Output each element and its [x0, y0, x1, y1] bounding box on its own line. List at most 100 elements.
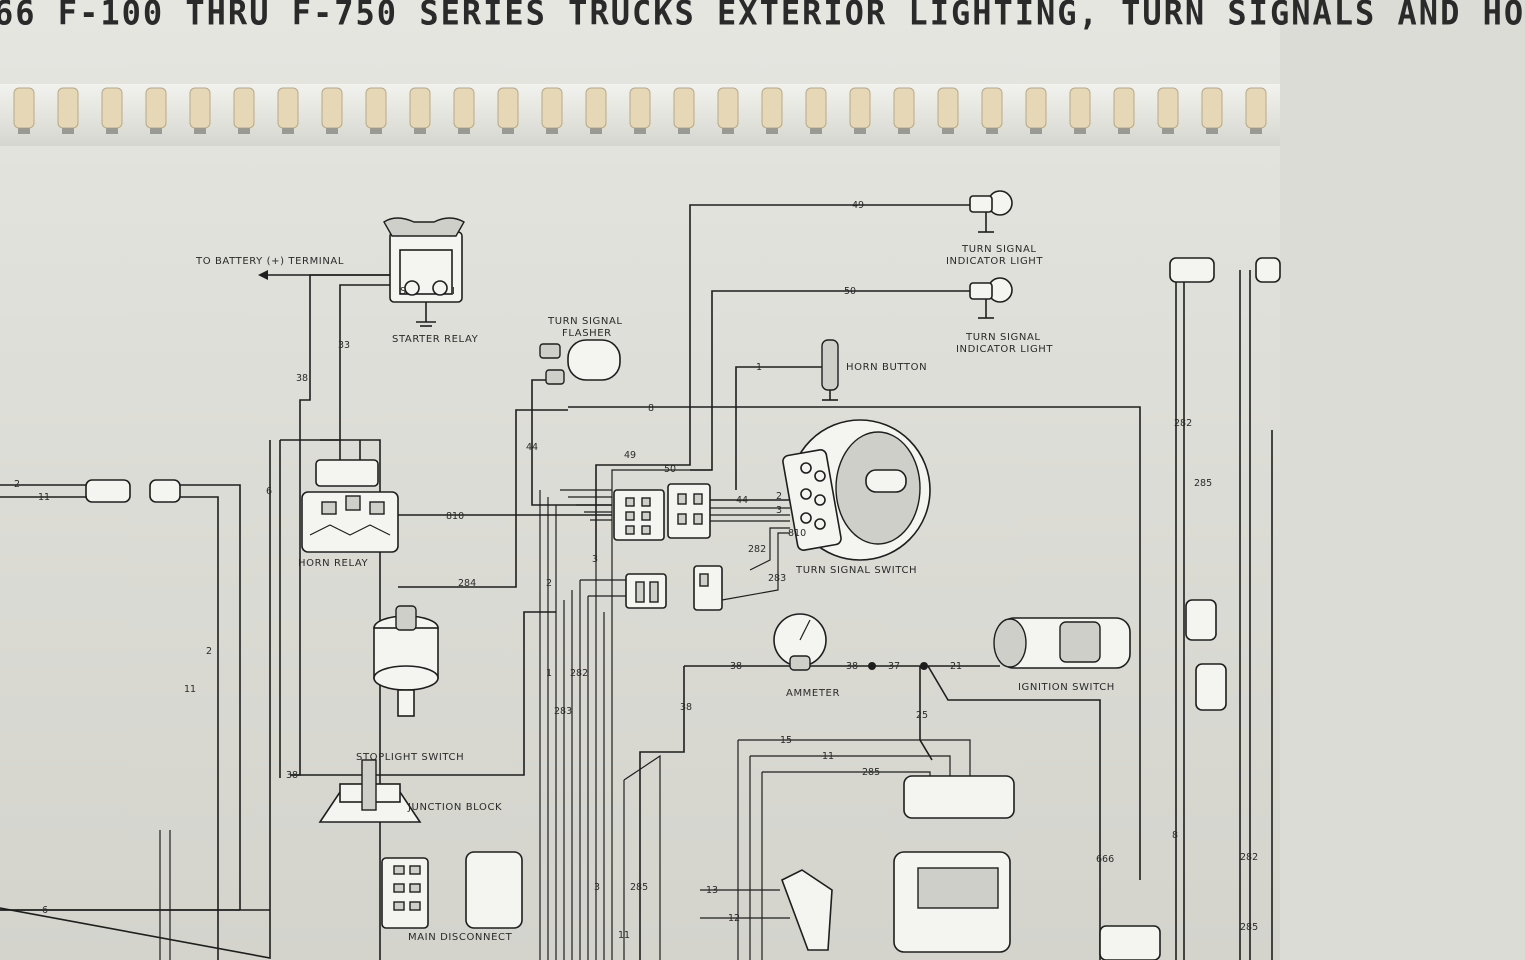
wire-38-ammeter-label: 38: [730, 661, 742, 672]
wire-11-lower-label: 11: [618, 930, 630, 941]
connector-plug-lower-right: [693, 565, 723, 611]
component-labels: TO BATTERY (+) TERMINAL STARTER RELAY TU…: [195, 244, 1114, 943]
wire-285-right-label: 285: [1194, 478, 1212, 489]
wire-49-label: 49: [852, 200, 864, 211]
flasher-label-line1: TURN SIGNAL: [547, 316, 623, 327]
wire-1-harness-label: 1: [546, 668, 552, 679]
binding-hole: [62, 128, 74, 134]
binding-hole: [546, 128, 558, 134]
binding-hole: [18, 128, 30, 134]
wire-number-labels: 49 50 1 8 49 50 44 44 2 3 810 810 282 28…: [14, 200, 1258, 941]
wire-44-label: 44: [526, 442, 538, 453]
wire-38-junction-label: 38: [286, 770, 298, 781]
wire-8-right-label: 8: [1172, 830, 1178, 841]
binding-hole: [898, 128, 910, 134]
wire-50-label: 50: [844, 286, 856, 297]
junction-block: [318, 759, 422, 823]
wire-11-left-label: 11: [38, 492, 50, 503]
binding-hole: [678, 128, 690, 134]
wire-2-left-label: 2: [14, 479, 20, 490]
connector-plug-right: [667, 483, 711, 539]
indicator-1-label-line1: TURN SIGNAL: [961, 244, 1037, 255]
wire-11-center-label: 11: [822, 751, 834, 762]
turn-signal-flasher: [539, 339, 621, 385]
wire-37-label: 37: [888, 661, 900, 672]
binding-hole: [634, 128, 646, 134]
wire-13-label: 13: [706, 885, 718, 896]
binding-hole: [502, 128, 514, 134]
binding-hole: [1206, 128, 1218, 134]
ammeter-label: AMMETER: [786, 688, 840, 699]
right-edge-connectors: [1099, 257, 1281, 960]
relay-i-label: I: [452, 286, 455, 297]
wire-49-lower-label: 49: [624, 450, 636, 461]
binding-hole: [282, 128, 294, 134]
wire-285-center-label: 285: [862, 767, 880, 778]
wire-6-bottom-label: 6: [42, 905, 48, 916]
wire-38-right-label: 38: [846, 661, 858, 672]
binding-loops: [13, 87, 1267, 134]
spiral-binding: [0, 84, 1280, 146]
ignition-switch: [993, 617, 1131, 669]
ammeter: [773, 613, 827, 671]
wire-1-label: 1: [756, 362, 762, 373]
binding-hole: [1118, 128, 1130, 134]
horn-relay: [301, 459, 399, 553]
wire-282-right-label: 282: [1174, 418, 1192, 429]
binding-hole: [722, 128, 734, 134]
binding-hole: [986, 128, 998, 134]
junction-dots: [868, 662, 928, 670]
relay-s-label: S: [400, 286, 406, 297]
wire-6-vertical-label: 6: [266, 486, 272, 497]
junction-block-label: JUNCTION BLOCK: [407, 802, 502, 813]
battery-arrow-icon: [258, 270, 390, 280]
wire-810-switch-label: 810: [788, 528, 806, 539]
binding-hole: [238, 128, 250, 134]
wire-282-switch-label: 282: [748, 544, 766, 555]
wire-38-vertical-label: 38: [680, 702, 692, 713]
horn-relay-label: HORN RELAY: [298, 558, 369, 569]
binding-hole: [106, 128, 118, 134]
indicator-2-label-line1: TURN SIGNAL: [965, 332, 1041, 343]
binding-hole: [1250, 128, 1262, 134]
wire-282-far-right-label: 282: [1240, 852, 1258, 863]
wire-44-switch-label: 44: [736, 495, 748, 506]
wire-284-label: 284: [458, 578, 476, 589]
horn-button-label: HORN BUTTON: [846, 362, 927, 373]
binding-hole: [150, 128, 162, 134]
inline-connector-left: [85, 479, 181, 503]
wire-lines: [0, 204, 1273, 960]
wire-2-harness-label: 2: [546, 578, 552, 589]
main-disconnect: [381, 851, 523, 929]
wiring-diagram: S I: [0, 190, 1281, 960]
stoplight-switch-label: STOPLIGHT SWITCH: [356, 752, 464, 763]
binding-hole: [326, 128, 338, 134]
binding-hole: [1162, 128, 1174, 134]
main-disconnect-label: MAIN DISCONNECT: [408, 932, 513, 943]
binding-hole: [854, 128, 866, 134]
indicator-2-label-line2: INDICATOR LIGHT: [956, 344, 1053, 355]
turn-signal-indicator-light-1: [969, 190, 1013, 233]
binding-hole: [1074, 128, 1086, 134]
battery-terminal-label: TO BATTERY (+) TERMINAL: [195, 256, 344, 267]
binding-hole: [810, 128, 822, 134]
lower-center-bracket: [781, 869, 833, 951]
binding-hole: [766, 128, 778, 134]
wire-3-switch-label: 3: [776, 505, 782, 516]
turn-signal-switch-label: TURN SIGNAL SWITCH: [795, 565, 917, 576]
wire-283-switch-label: 283: [768, 573, 786, 584]
horn-button: [821, 339, 839, 401]
wire-285-far-right-label: 285: [1240, 922, 1258, 933]
wire-8-label: 8: [648, 403, 654, 414]
binding-hole: [370, 128, 382, 134]
wire-2-switch-label: 2: [776, 491, 782, 502]
wire-21-label: 21: [950, 661, 962, 672]
wire-3-lower-label: 3: [594, 882, 600, 893]
connector-plug-lower-left: [625, 573, 667, 609]
wire-50-lower-label: 50: [664, 464, 676, 475]
binding-hole: [194, 128, 206, 134]
binding-hole: [1030, 128, 1042, 134]
wire-666-label: 666: [1096, 854, 1114, 865]
binding-hole: [414, 128, 426, 134]
